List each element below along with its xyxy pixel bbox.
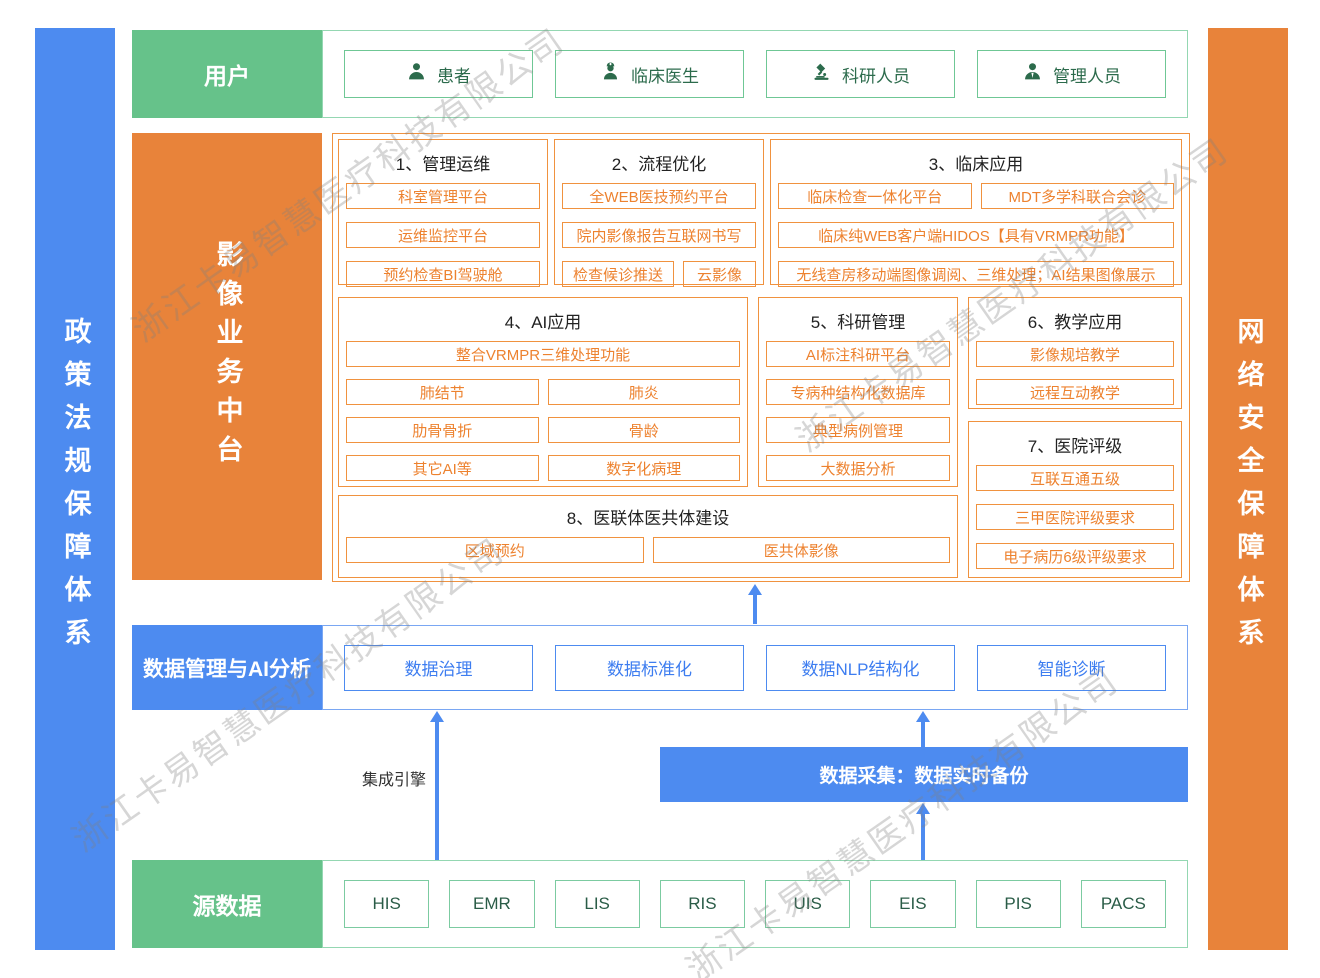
section-medical-alliance: 8、医联体医共体建设 区域预约 医共体影像	[338, 495, 958, 578]
platform-item: 整合VRMPR三维处理功能	[346, 341, 740, 367]
section-title: 5、科研管理	[810, 313, 906, 332]
section-title: 3、临床应用	[928, 155, 1024, 174]
platform-item: 典型病例管理	[766, 417, 950, 443]
section-title: 6、教学应用	[1027, 313, 1123, 332]
platform-item: 互联互通五级	[976, 465, 1174, 491]
manager-icon	[1022, 61, 1043, 87]
section-hospital-rating: 7、医院评级 互联互通五级 三甲医院评级要求 电子病历6级评级要求	[968, 421, 1182, 578]
platform-item: 远程互动教学	[976, 379, 1174, 405]
platform-item: 其它AI等	[346, 455, 539, 481]
platform-item: 检查候诊推送	[562, 261, 675, 287]
platform-item: 临床检查一体化平台	[778, 183, 972, 209]
platform-label-bar: 影像业务中台	[132, 133, 322, 580]
platform-label: 影像业务中台	[212, 239, 243, 474]
source-system-pis: PIS	[975, 880, 1061, 928]
section-process-optimization: 2、流程优化 全WEB医技预约平台 院内影像报告互联网书写 检查候诊推送 云影像	[554, 139, 764, 287]
arrow-collection-to-mgmt	[916, 711, 930, 747]
section-ai-application: 4、AI应用 整合VRMPR三维处理功能 肺结节 肺炎 肋骨骨折 骨龄 其它AI…	[338, 297, 748, 487]
platform-item: 骨龄	[547, 417, 740, 443]
platform-item: 三甲医院评级要求	[976, 504, 1174, 530]
policy-regulation-bar: 政策法规保障体系	[35, 28, 115, 950]
platform-item: 专病种结构化数据库	[766, 379, 950, 405]
platform-item: 电子病历6级评级要求	[976, 543, 1174, 569]
source-system-his: HIS	[344, 880, 430, 928]
network-security-label: 网络安全保障体系	[1233, 317, 1264, 661]
source-data-row-label: 源数据	[132, 860, 322, 948]
platform-item: MDT多学科联合会诊	[980, 183, 1174, 209]
doctor-icon	[600, 61, 621, 87]
user-item-researcher: 科研人员	[766, 50, 955, 98]
data-mgmt-item: 数据治理	[344, 644, 533, 691]
network-security-bar: 网络安全保障体系	[1208, 28, 1288, 950]
section-research-management: 5、科研管理 AI标注科研平台 专病种结构化数据库 典型病例管理 大数据分析	[758, 297, 958, 487]
source-system-eis: EIS	[870, 880, 956, 928]
user-item-patient: 患者	[344, 50, 533, 98]
source-system-ris: RIS	[659, 880, 745, 928]
platform-item: 肺炎	[547, 379, 740, 405]
researcher-icon	[811, 61, 832, 87]
user-item-label: 临床医生	[631, 66, 699, 86]
platform-item: 云影像	[683, 261, 756, 287]
platform-item: AI标注科研平台	[766, 341, 950, 367]
platform-item: 大数据分析	[766, 455, 950, 481]
users-row-label: 用户	[132, 30, 322, 118]
arrow-up-to-platform	[748, 584, 762, 624]
patient-icon	[406, 61, 427, 87]
data-mgmt-item: 数据NLP结构化	[766, 644, 955, 691]
section-management-ops: 1、管理运维 科室管理平台 运维监控平台 预约检查BI驾驶舱	[338, 139, 548, 287]
platform-item: 区域预约	[346, 537, 644, 563]
user-item-manager: 管理人员	[977, 50, 1166, 98]
platform-item: 医共体影像	[652, 537, 950, 563]
source-system-emr: EMR	[449, 880, 535, 928]
platform-item: 肺结节	[346, 379, 539, 405]
platform-container	[332, 133, 1190, 582]
data-mgmt-container: 数据治理 数据标准化 数据NLP结构化 智能诊断	[322, 625, 1188, 710]
section-title: 2、流程优化	[611, 155, 707, 174]
source-system-uis: UIS	[765, 880, 851, 928]
source-system-lis: LIS	[554, 880, 640, 928]
user-item-label: 患者	[437, 66, 471, 86]
section-teaching-application: 6、教学应用 影像规培教学 远程互动教学	[968, 297, 1182, 409]
arrow-source-to-collection	[916, 803, 930, 861]
section-clinical-application: 3、临床应用 临床检查一体化平台 MDT多学科联合会诊 临床纯WEB客户端HID…	[770, 139, 1182, 287]
data-mgmt-item: 数据标准化	[555, 644, 744, 691]
data-mgmt-row-label: 数据管理与AI分析	[132, 625, 322, 710]
user-item-clinician: 临床医生	[555, 50, 744, 98]
user-item-label: 科研人员	[842, 66, 910, 86]
section-title: 1、管理运维	[395, 155, 491, 174]
data-collection-bar: 数据采集：数据实时备份	[660, 747, 1188, 802]
user-item-label: 管理人员	[1053, 66, 1121, 86]
platform-item: 科室管理平台	[346, 183, 540, 209]
platform-item: 临床纯WEB客户端HIDOS【具有VRMPR功能】	[778, 222, 1174, 248]
section-title: 7、医院评级	[1027, 437, 1123, 456]
platform-item: 无线查房移动端图像调阅、三维处理；AI结果图像展示	[778, 261, 1174, 287]
platform-item: 运维监控平台	[346, 222, 540, 248]
data-mgmt-item: 智能诊断	[977, 644, 1166, 691]
source-data-container: HIS EMR LIS RIS UIS EIS PIS PACS	[322, 860, 1188, 948]
platform-item: 肋骨骨折	[346, 417, 539, 443]
section-title: 4、AI应用	[504, 313, 582, 332]
section-title: 8、医联体医共体建设	[566, 509, 730, 528]
policy-regulation-label: 政策法规保障体系	[60, 317, 91, 661]
platform-item: 影像规培教学	[976, 341, 1174, 367]
users-row-container: 患者 临床医生 科研人员 管理人员	[322, 30, 1188, 118]
platform-item: 数字化病理	[547, 455, 740, 481]
platform-item: 全WEB医技预约平台	[562, 183, 756, 209]
integration-engine-arrow	[430, 711, 444, 861]
platform-item: 预约检查BI驾驶舱	[346, 261, 540, 287]
integration-engine-label: 集成引擎	[361, 772, 426, 789]
platform-item: 院内影像报告互联网书写	[562, 222, 756, 248]
source-system-pacs: PACS	[1080, 880, 1166, 928]
